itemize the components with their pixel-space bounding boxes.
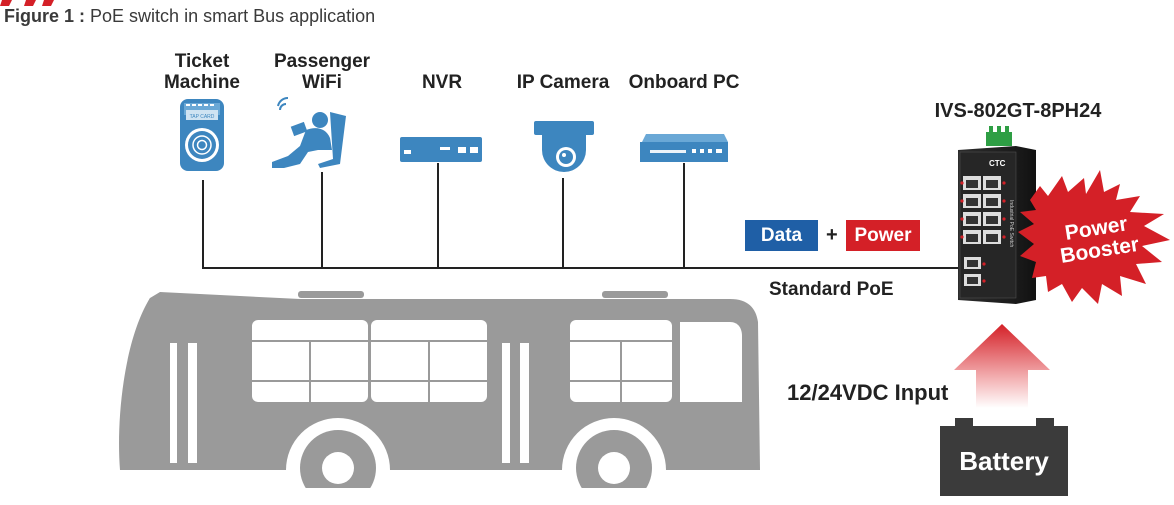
title-mark [0,0,54,6]
battery-label: Battery [959,446,1049,476]
passenger-wifi-icon [272,96,346,168]
nvr-label: NVR [421,72,463,93]
passenger-wifi-label: Passenger WiFi [273,51,371,93]
switch-brand: CTC [989,159,1006,168]
nvr-icon [400,137,482,162]
standard-poe-label: Standard PoE [769,279,894,300]
ticket-machine-icon: TAP CARD [180,99,224,171]
ticket-machine-label: Ticket Machine [163,51,241,93]
figure-label: Figure 1 : [4,6,86,26]
power-tag: Power [846,220,920,251]
poe-switch: CTC Industrial PoE Switch [958,126,1036,304]
ip-camera-label: IP Camera [516,72,610,93]
vdc-input-label: 12/24VDC Input [787,380,949,405]
figure-caption-text: PoE switch in smart Bus application [90,6,376,26]
tap-card-text: TAP CARD [190,114,215,120]
battery-icon [940,418,1068,496]
power-booster-badge [1018,170,1170,304]
ip-camera-icon [534,121,594,172]
figure-caption: Figure 1 : PoE switch in smart Bus appli… [4,6,375,27]
power-input-arrow [954,324,1050,408]
plus-sign: + [826,224,838,246]
data-tag: Data [745,220,818,251]
onboard-pc-label: Onboard PC [628,72,740,93]
onboard-pc-icon [640,134,728,162]
poe-wiring [202,163,958,269]
switch-model-label: IVS-802GT-8PH24 [934,100,1102,122]
bus-illustration [0,291,1174,505]
switch-side-text: Industrial PoE Switch [1008,200,1014,247]
